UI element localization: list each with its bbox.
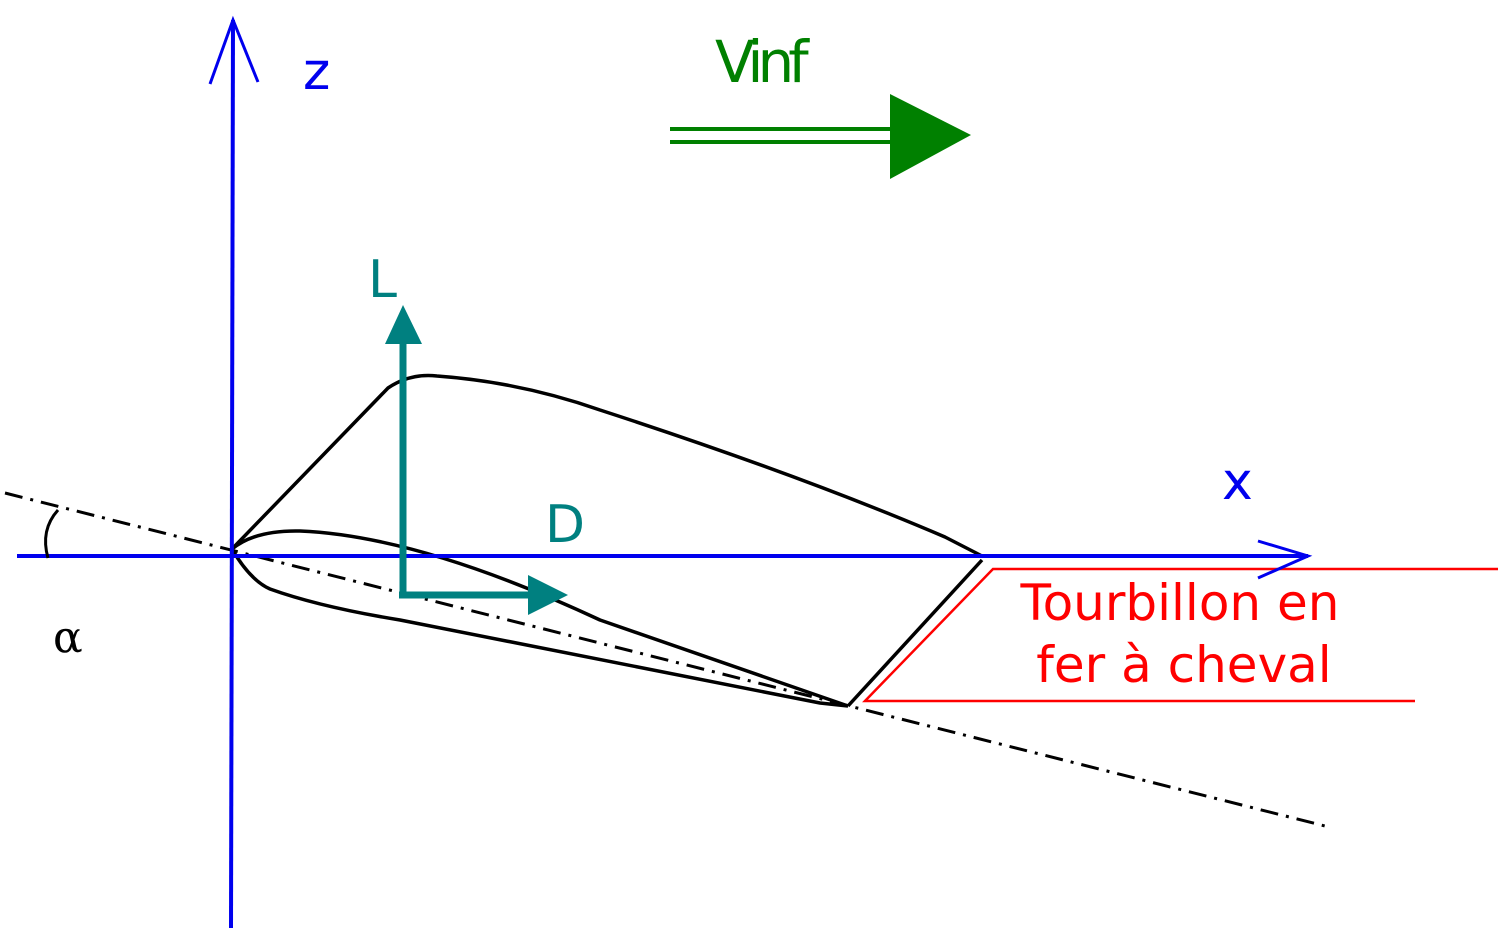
- alpha-arc-icon: [44, 508, 60, 559]
- freestream-label: Vinf: [715, 28, 810, 96]
- chord-line: [4, 491, 1326, 828]
- axes: [17, 15, 1313, 929]
- vortex-label-line1: Tourbillon en: [1020, 574, 1340, 632]
- drag-label: D: [545, 495, 585, 555]
- lift-label: L: [368, 250, 397, 310]
- wing-outline: [230, 373, 984, 708]
- drag-arrow-icon: [528, 575, 568, 615]
- x-axis-arrowhead: [1257, 539, 1313, 580]
- z-axis: [229, 19, 235, 929]
- z-axis-arrowhead: [208, 15, 260, 85]
- z-axis-label: z: [303, 42, 330, 102]
- force-arrows: [385, 305, 568, 615]
- vortex-label-line2: fer à cheval: [1036, 636, 1331, 694]
- alpha-label: α: [53, 612, 83, 663]
- freestream-arrow-icon: [670, 94, 971, 179]
- x-axis-label: x: [1222, 452, 1253, 512]
- horseshoe-vortex: [862, 567, 1498, 703]
- lift-arrow-icon: [385, 305, 422, 344]
